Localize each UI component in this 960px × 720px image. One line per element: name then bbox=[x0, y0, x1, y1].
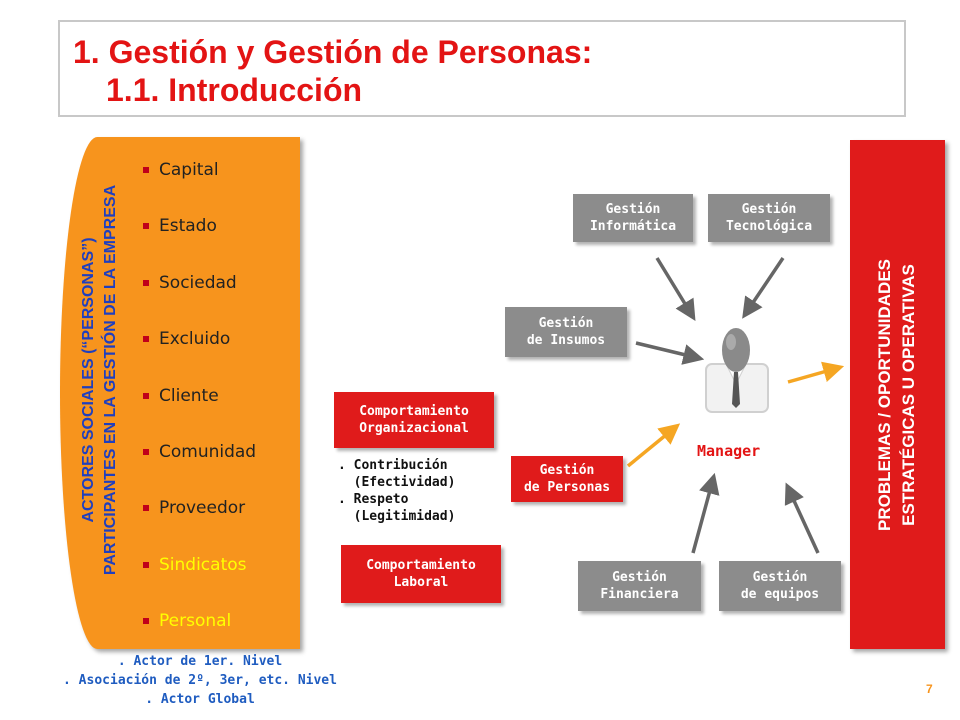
level-3: . Actor Global bbox=[145, 692, 255, 707]
arrow-equipos bbox=[784, 482, 820, 554]
square-bullet-icon bbox=[143, 167, 149, 173]
gestion-personas-box: Gestión de Personas bbox=[511, 456, 623, 502]
actors-list: Capital Estado Sociedad Excluido Cliente… bbox=[141, 158, 256, 666]
problems-vertical-heading: PROBLEMAS / OPORTUNIDADES ESTRATÉGICAS U… bbox=[850, 140, 945, 649]
problems-heading-line2: ESTRATÉGICAS U OPERATIVAS bbox=[899, 263, 919, 526]
list-item: Capital bbox=[141, 158, 256, 214]
square-bullet-icon bbox=[143, 279, 149, 286]
manager-person-icon bbox=[705, 328, 769, 413]
actor-levels: . Actor de 1er. Nivel . Asociación de 2º… bbox=[40, 652, 360, 709]
list-item: Comunidad bbox=[141, 440, 256, 496]
list-item: Sindicatos bbox=[141, 553, 256, 609]
title-box: 1. Gestión y Gestión de Personas: 1.1. I… bbox=[58, 20, 906, 117]
square-bullet-icon bbox=[143, 392, 149, 399]
square-bullet-icon bbox=[143, 448, 149, 455]
behaviour-bullets: . Contribución (Efectividad) . Respeto (… bbox=[338, 458, 456, 524]
square-bullet-icon bbox=[143, 223, 149, 230]
arrow-personas bbox=[626, 423, 681, 468]
level-1: . Actor de 1er. Nivel bbox=[117, 654, 283, 669]
gestion-informatica-box: Gestión Informática bbox=[573, 194, 693, 242]
comportamiento-laboral-box: Comportamiento Laboral bbox=[341, 545, 501, 603]
arrow-insumos bbox=[635, 341, 705, 365]
gestion-financiera-box: Gestión Financiera bbox=[578, 561, 701, 611]
gestion-tecnologica-box: Gestión Tecnológica bbox=[708, 194, 830, 242]
comportamiento-organizacional-box: Comportamiento Organizacional bbox=[334, 392, 494, 448]
actors-panel bbox=[60, 137, 300, 649]
page-title: 1. Gestión y Gestión de Personas: bbox=[73, 34, 593, 70]
list-item: Cliente bbox=[141, 384, 256, 440]
manager-label: Manager bbox=[697, 442, 761, 460]
list-item: Estado bbox=[141, 214, 256, 270]
problems-heading-line1: PROBLEMAS / OPORTUNIDADES bbox=[875, 258, 895, 531]
page-number: 7 bbox=[926, 682, 933, 696]
arrow-to-problems bbox=[787, 361, 845, 384]
page-subtitle: 1.1. Introducción bbox=[106, 72, 363, 108]
arrow-informatica bbox=[655, 257, 696, 321]
square-bullet-icon bbox=[143, 336, 149, 343]
square-bullet-icon bbox=[143, 505, 149, 512]
problems-panel bbox=[850, 140, 945, 649]
square-bullet-icon bbox=[143, 618, 149, 625]
list-item: Excluido bbox=[141, 327, 256, 383]
level-2: . Asociación de 2º, 3er, etc. Nivel bbox=[63, 673, 337, 688]
square-bullet-icon bbox=[143, 561, 149, 568]
gestion-equipos-box: Gestión de equipos bbox=[719, 561, 841, 611]
arrow-financiera bbox=[691, 472, 720, 554]
list-item: Personal bbox=[141, 609, 256, 665]
list-item: Proveedor bbox=[141, 496, 256, 552]
arrow-tecnologica bbox=[742, 257, 785, 319]
gestion-insumos-box: Gestión de Insumos bbox=[505, 307, 627, 357]
list-item: Sociedad bbox=[141, 271, 256, 327]
